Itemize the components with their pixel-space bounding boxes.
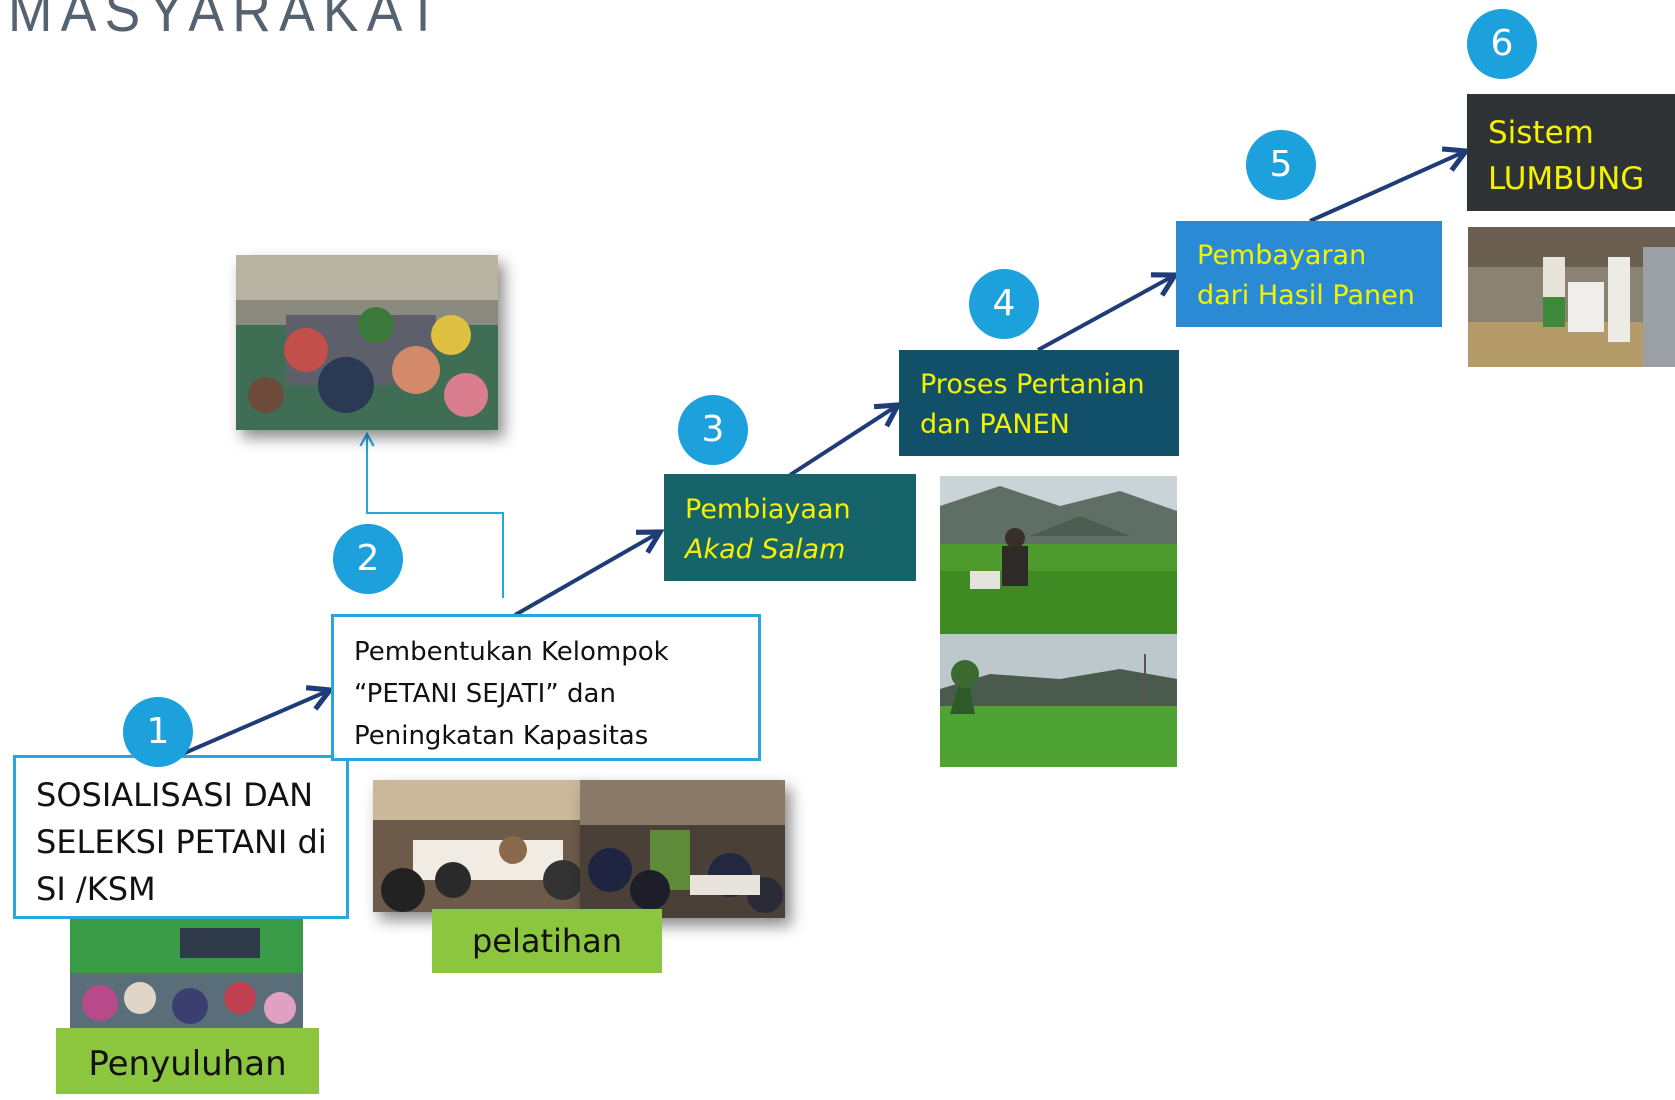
step-2-number: 2 — [333, 524, 403, 594]
page-title: MASYARAKAT — [8, 0, 448, 44]
step-4-line-2: dan PANEN — [920, 409, 1070, 440]
arrow-5-6 — [1309, 151, 1466, 223]
photo-pelatihan-2 — [580, 780, 785, 918]
step-6-line-2: LUMBUNG — [1488, 161, 1645, 197]
step-6-box: Sistem LUMBUNG — [1467, 94, 1675, 211]
step-2-line-2: “PETANI SEJATI” dan — [354, 679, 616, 709]
arrow-3-4 — [788, 405, 898, 477]
photo-penyuluhan — [70, 918, 303, 1033]
step-2-box: Pembentukan Kelompok “PETANI SEJATI” dan… — [331, 614, 761, 761]
step-4-number: 4 — [969, 269, 1039, 339]
step-1-number: 1 — [123, 697, 193, 767]
step-5-line-1: Pembayaran — [1197, 240, 1367, 271]
step-1-line-1: SOSIALISASI DAN — [36, 776, 314, 814]
step-3-number: 3 — [678, 395, 748, 465]
arrow-1-2 — [179, 690, 330, 757]
step-5-line-2: dari Hasil Panen — [1197, 280, 1415, 311]
arrow-2-3 — [514, 532, 660, 617]
label-pelatihan: pelatihan — [432, 909, 662, 973]
step-1-box: SOSIALISASI DAN SELEKSI PETANI di SI /KS… — [13, 755, 349, 919]
photo-farmer-field — [940, 476, 1177, 634]
step-1-line-2: SELEKSI PETANI di — [36, 823, 327, 861]
step-2-line-3: Peningkatan Kapasitas — [354, 721, 649, 751]
arrow-4-5 — [1037, 275, 1175, 352]
step-1-line-3: SI /KSM — [36, 870, 156, 908]
step-5-box: Pembayaran dari Hasil Panen — [1176, 221, 1442, 327]
step-3-line-2: Akad Salam — [685, 534, 846, 565]
step-4-box: Proses Pertanian dan PANEN — [899, 350, 1179, 456]
step-3-box: Pembiayaan Akad Salam — [664, 474, 916, 581]
step-3-line-1: Pembiayaan — [685, 494, 851, 525]
step-6-line-1: Sistem — [1488, 115, 1594, 151]
photo-pelatihan-1 — [373, 780, 591, 912]
photo-rice-field — [940, 634, 1177, 767]
arrow-to-group-photo — [359, 431, 504, 598]
step-5-number: 5 — [1246, 130, 1316, 200]
photo-lumbung — [1468, 227, 1675, 367]
step-6-number: 6 — [1467, 9, 1537, 79]
photo-group-meeting — [236, 255, 498, 430]
label-penyuluhan: Penyuluhan — [56, 1028, 319, 1094]
step-4-line-1: Proses Pertanian — [920, 369, 1145, 400]
step-2-line-1: Pembentukan Kelompok — [354, 637, 669, 667]
